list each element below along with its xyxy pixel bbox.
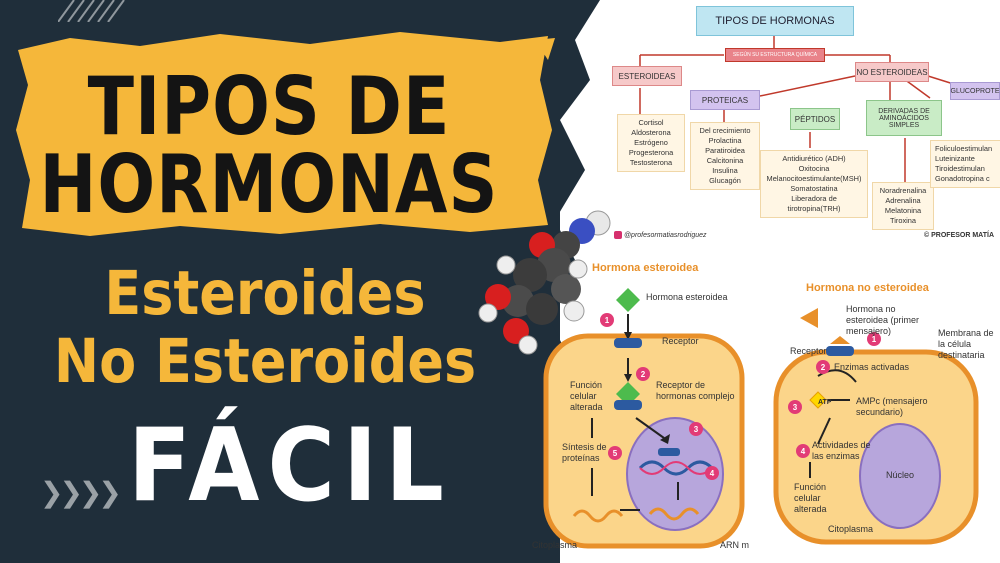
step-badge: 3 (788, 400, 802, 414)
brush-stroke (16, 32, 555, 236)
map-peptidos: PÉPTIDOS (790, 108, 840, 130)
list-item: Testosterona (629, 158, 673, 167)
list-item: Antidiurético (ADH) (782, 154, 846, 163)
nonsteroid-diagram-title: Hormona no esteroidea (806, 282, 929, 294)
list-item: Aldosterona (631, 128, 671, 137)
list-item: Insulina (712, 166, 738, 175)
list-item: Prolactina (708, 136, 742, 145)
label-enzimas-activadas: Enzimas activadas (834, 362, 910, 372)
steroid-diagram (543, 288, 745, 549)
list-item: Somatostatina (790, 184, 838, 193)
list-item: Oxitocina (798, 164, 830, 173)
steroid-diagram-title: Hormona esteroidea (592, 262, 699, 274)
step-badge: 1 (600, 313, 614, 327)
list-item: Estrógeno (634, 138, 668, 147)
list-esteroideas: Cortisol Aldosterona Estrógeno Progester… (617, 114, 685, 172)
instagram-handle-text: @profesormatiasrodriguez (623, 232, 707, 239)
label-sintesis-proteinas: Síntesis de proteínas (562, 442, 607, 463)
map-no-esteroideas: NO ESTEROIDEAS (855, 62, 929, 82)
copyright-icon: © (924, 232, 930, 239)
label-receptor-2: Receptor (790, 346, 827, 356)
label-receptor-complex: Receptor de hormonas complejo (656, 380, 735, 401)
list-item: Tiroidestimulan (935, 164, 985, 173)
subtitle-esteroides: Esteroides (104, 258, 426, 329)
step-badge: 4 (705, 466, 719, 480)
map-subheader: SEGÚN SU ESTRUCTURA QUÍMICA (725, 48, 825, 62)
label-citoplasma-2: Citoplasma (828, 524, 874, 534)
title-line-2: HORMONAS (39, 138, 499, 233)
label-funcion-celular: Función celular alterada (570, 380, 603, 412)
label-membrana: Membrana de la célula destinataria (938, 328, 994, 360)
credit: © PROFESOR MATÍA (924, 230, 994, 241)
list-glucoproteicas: Foliculoestimulan Luteinizante Tiroidest… (930, 140, 1000, 188)
list-item: Adrenalina (885, 196, 921, 205)
list-item: Luteinizante (935, 154, 975, 163)
stripes-decoration-icon (58, 0, 125, 22)
step-badge: 2 (816, 360, 830, 374)
label-actividades-enzimas: Actividades de las enzimas (812, 440, 871, 461)
label-arn-m: ARN m (720, 540, 749, 550)
list-item: Melanocitoestimulante(MSH) (766, 174, 862, 183)
step-badge: 1 (867, 332, 881, 346)
map-proteicas: PROTEICAS (690, 90, 760, 110)
list-item: Paratiroidea (705, 146, 745, 155)
subtitle-no-esteroides: No Esteroides (53, 326, 477, 397)
list-peptidos: Antidiurético (ADH) Oxitocina Melanocito… (760, 150, 868, 218)
label-hormona-no-esteroidea: Hormona no esteroidea (primer mensajero) (846, 304, 920, 336)
list-item: Progesterona (628, 148, 674, 157)
list-proteicas: Del crecimiento Prolactina Paratiroidea … (690, 122, 760, 190)
chevron-decoration-icon: ❯❯❯❯ (40, 476, 122, 509)
list-item: Glucagón (709, 176, 741, 185)
list-item: Tiroxina (889, 216, 916, 225)
step-badge: 3 (689, 422, 703, 436)
title-block: TIPOS DE HORMONAS (20, 28, 518, 240)
list-item: Calcitonina (706, 156, 744, 165)
list-item: Del crecimiento (699, 126, 751, 135)
tagline-facil: FÁCIL (128, 406, 452, 525)
map-glucoproteicas: GLUCOPROTE (950, 82, 1000, 100)
instagram-handle: @profesormatiasrodriguez (614, 230, 707, 241)
label-receptor: Receptor (662, 336, 699, 346)
list-item: Gonadotropina c (935, 174, 990, 183)
step-badge: 4 (796, 444, 810, 458)
map-header: TIPOS DE HORMONAS (696, 6, 854, 36)
map-derivadas: DERIVADAS DE AMINOÁCIDOS SIMPLES (866, 100, 942, 136)
list-derivadas: Noradrenalina Adrenalina Melatonina Tiro… (872, 182, 934, 230)
instagram-icon (614, 231, 622, 240)
list-item: Liberadora de (791, 194, 837, 203)
list-item: Foliculoestimulan (935, 144, 993, 153)
step-badge: 2 (636, 367, 650, 381)
title-line-1: TIPOS DE (87, 60, 451, 155)
molecule-icon (478, 210, 611, 355)
map-esteroideas: ESTEROIDEAS (612, 66, 682, 86)
label-funcion-celular-2: Función celular alterada (794, 482, 827, 514)
nonsteroid-diagram (773, 308, 979, 545)
label-ampc: AMPc (mensajero secundario) (856, 396, 928, 417)
credit-text: PROFESOR MATÍA (931, 232, 994, 239)
list-item: Melatonina (884, 206, 922, 215)
label-nucleo: Núcleo (886, 470, 915, 480)
step-badge: 5 (608, 446, 622, 460)
label-hormona-esteroidea: Hormona esteroidea (646, 292, 728, 302)
label-atp: ATP (818, 399, 832, 406)
list-item: tirotropina(TRH) (787, 204, 841, 213)
list-item: Noradrenalina (879, 186, 927, 195)
list-item: Cortisol (638, 118, 664, 127)
label-citoplasma-1: Citoplasma (532, 540, 578, 550)
